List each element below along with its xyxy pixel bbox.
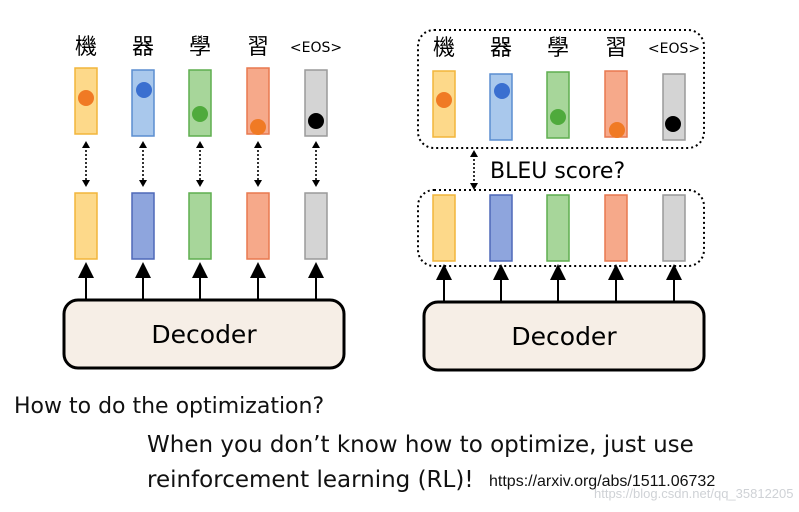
left-token-label: 器 xyxy=(132,35,154,60)
left-token-label: 學 xyxy=(189,35,211,60)
right-target-dot-blue xyxy=(494,83,510,99)
left-token-label-eos: <EOS> xyxy=(290,40,342,56)
left-target-dot-orange xyxy=(250,119,266,135)
right-token-label: 習 xyxy=(605,36,627,61)
right-output-group-box xyxy=(417,189,705,267)
left-token-label: 機 xyxy=(75,35,97,60)
right-token-label: 機 xyxy=(433,36,455,61)
left-output-bar-gray xyxy=(304,192,328,260)
left-target-dot-black xyxy=(308,113,324,129)
right-target-dot-orange xyxy=(609,122,625,138)
right-panel: 機 器 學 習 <EOS> BLEU score? xyxy=(417,29,706,372)
watermark-text: https://blog.csdn.net/qq_35812205 xyxy=(594,486,794,501)
left-target-dot-orange xyxy=(78,90,94,106)
answer-line-1: When you don’t know how to optimize, jus… xyxy=(147,432,694,458)
right-output-bar-yellow xyxy=(432,194,456,262)
right-output-bar-red xyxy=(604,194,628,262)
right-target-dot-orange xyxy=(436,92,452,108)
right-bleu-arrowhead xyxy=(470,150,478,157)
question-text: How to do the optimization? xyxy=(14,394,325,419)
right-decoder-label: Decoder xyxy=(511,322,617,351)
left-decoder-box xyxy=(62,298,346,370)
left-output-bar-yellow xyxy=(74,192,98,260)
right-target-bar-green xyxy=(546,71,570,139)
right-target-group-box xyxy=(417,29,705,149)
right-token-label-eos: <EOS> xyxy=(648,41,700,57)
left-output-bar-red xyxy=(246,192,270,260)
left-token-label: 習 xyxy=(247,35,269,60)
left-target-bar-blue xyxy=(131,69,155,137)
left-decoder-label: Decoder xyxy=(151,320,257,349)
left-panel: 機 器 學 習 <EOS> xyxy=(62,35,346,370)
left-output-bar-blue xyxy=(131,192,155,260)
left-output-bar-green xyxy=(188,192,212,260)
right-output-bar-gray xyxy=(662,194,686,262)
right-decoder-arrows xyxy=(436,264,682,302)
right-target-dot-green xyxy=(550,109,566,125)
paper-url[interactable]: https://arxiv.org/abs/1511.06732 xyxy=(489,473,716,490)
right-output-bar-green xyxy=(546,194,570,262)
left-match-arrows xyxy=(85,146,317,182)
right-output-bar-blue xyxy=(489,194,513,262)
answer-line-2: reinforcement learning (RL)! xyxy=(147,467,474,493)
right-token-label: 器 xyxy=(490,36,512,61)
right-decoder-box xyxy=(422,300,706,372)
right-token-label: 學 xyxy=(547,36,569,61)
right-target-dot-black xyxy=(665,116,681,132)
left-target-dot-green xyxy=(192,106,208,122)
left-match-arrowheads xyxy=(82,141,320,187)
right-bleu-arrowhead xyxy=(470,183,478,190)
left-target-bar-green xyxy=(188,69,212,137)
bleu-score-label: BLEU score? xyxy=(490,159,625,184)
left-decoder-arrows xyxy=(78,262,324,300)
left-target-dot-blue xyxy=(136,82,152,98)
